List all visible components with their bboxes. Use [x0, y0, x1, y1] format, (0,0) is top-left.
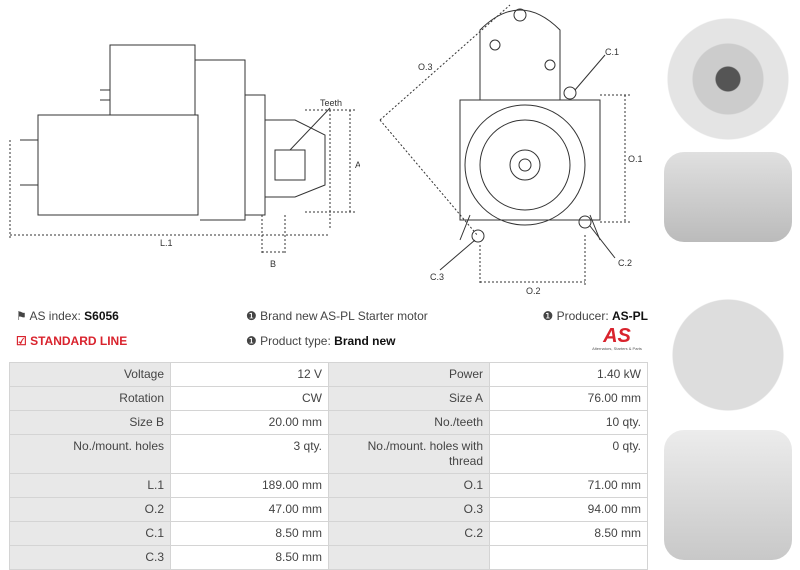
- spec-label: O.1: [328, 473, 490, 498]
- spec-label: Voltage: [9, 362, 171, 387]
- info-icon: ❶: [246, 334, 257, 348]
- motor-body: [37, 114, 199, 216]
- label-teeth: Teeth: [320, 98, 342, 108]
- logo-tagline: Alternators, Starters & Parts: [592, 346, 642, 351]
- spec-label: Size A: [328, 386, 490, 411]
- spec-value: 189.00 mm: [170, 473, 329, 498]
- producer-value: AS-PL: [612, 309, 648, 323]
- as-pl-logo: AS Alternators, Starters & Parts: [584, 326, 650, 351]
- label-a: A: [355, 160, 360, 170]
- label-b: B: [270, 259, 276, 269]
- label-o3: O.3: [418, 62, 433, 72]
- spec-value: 71.00 mm: [489, 473, 648, 498]
- spec-value: CW: [170, 386, 329, 411]
- side-view-drawing: Teeth A L.1 B: [9, 44, 360, 269]
- label-l1: L.1: [160, 238, 173, 248]
- product-photo-angle[interactable]: [664, 430, 792, 560]
- spec-label: C.2: [328, 521, 490, 546]
- front-view-drawing: O.3 C.1 O.1 C.3 C.2 O.2: [379, 4, 643, 296]
- spec-value: 10 qty.: [489, 410, 648, 435]
- product-photo-front[interactable]: [664, 2, 792, 142]
- standard-line-label: STANDARD LINE: [30, 334, 128, 348]
- as-index: ⚑ AS index: S6056: [16, 309, 119, 323]
- product-photo-rear[interactable]: [664, 250, 792, 425]
- spec-label: No./mount. holes with thread: [328, 434, 490, 474]
- spec-label: [328, 545, 490, 570]
- label-o2: O.2: [526, 286, 541, 296]
- spec-label: C.3: [9, 545, 171, 570]
- producer: ❶ Producer: AS-PL: [543, 309, 648, 323]
- producer-label: Producer:: [556, 309, 609, 323]
- description-text: Brand new AS-PL Starter motor: [260, 309, 428, 323]
- label-c2: C.2: [618, 258, 632, 268]
- spec-label: O.3: [328, 497, 490, 522]
- product-type: ❶ Product type: Brand new: [246, 334, 396, 348]
- spec-value: 94.00 mm: [489, 497, 648, 522]
- product-type-label: Product type:: [260, 334, 331, 348]
- spec-label: No./mount. holes: [9, 434, 171, 474]
- label-c1: C.1: [605, 47, 619, 57]
- label-c3: C.3: [430, 272, 444, 282]
- info-icon: ❶: [542, 309, 554, 323]
- spec-label: Size B: [9, 410, 171, 435]
- spec-label: Rotation: [9, 386, 171, 411]
- description: ❶ Brand new AS-PL Starter motor: [246, 309, 428, 323]
- checkbox-icon: ☑: [16, 334, 27, 348]
- solenoid: [109, 44, 246, 221]
- spec-value: 1.40 kW: [489, 362, 648, 387]
- spec-value: [489, 545, 648, 570]
- product-photo-side[interactable]: [664, 152, 792, 242]
- spec-value: 12 V: [170, 362, 329, 387]
- as-index-value: S6056: [84, 309, 119, 323]
- spec-label: No./teeth: [328, 410, 490, 435]
- spec-label: Power: [328, 362, 490, 387]
- spec-value: 0 qty.: [489, 434, 648, 474]
- product-type-value: Brand new: [334, 334, 396, 348]
- spec-value: 8.50 mm: [489, 521, 648, 546]
- tags-icon: ⚑: [16, 309, 27, 323]
- spec-value: 47.00 mm: [170, 497, 329, 522]
- label-o1: O.1: [628, 154, 643, 164]
- spec-value: 8.50 mm: [170, 545, 329, 570]
- spec-label: L.1: [9, 473, 171, 498]
- spec-label: O.2: [9, 497, 171, 522]
- spec-value: 3 qty.: [170, 434, 329, 474]
- spec-label: C.1: [9, 521, 171, 546]
- logo-text: AS: [603, 325, 631, 347]
- spec-value: 20.00 mm: [170, 410, 329, 435]
- info-icon: ❶: [246, 309, 257, 323]
- standard-line-badge: ☑ STANDARD LINE: [16, 334, 127, 348]
- as-index-label: AS index:: [29, 309, 81, 323]
- spec-value: 76.00 mm: [489, 386, 648, 411]
- spec-value: 8.50 mm: [170, 521, 329, 546]
